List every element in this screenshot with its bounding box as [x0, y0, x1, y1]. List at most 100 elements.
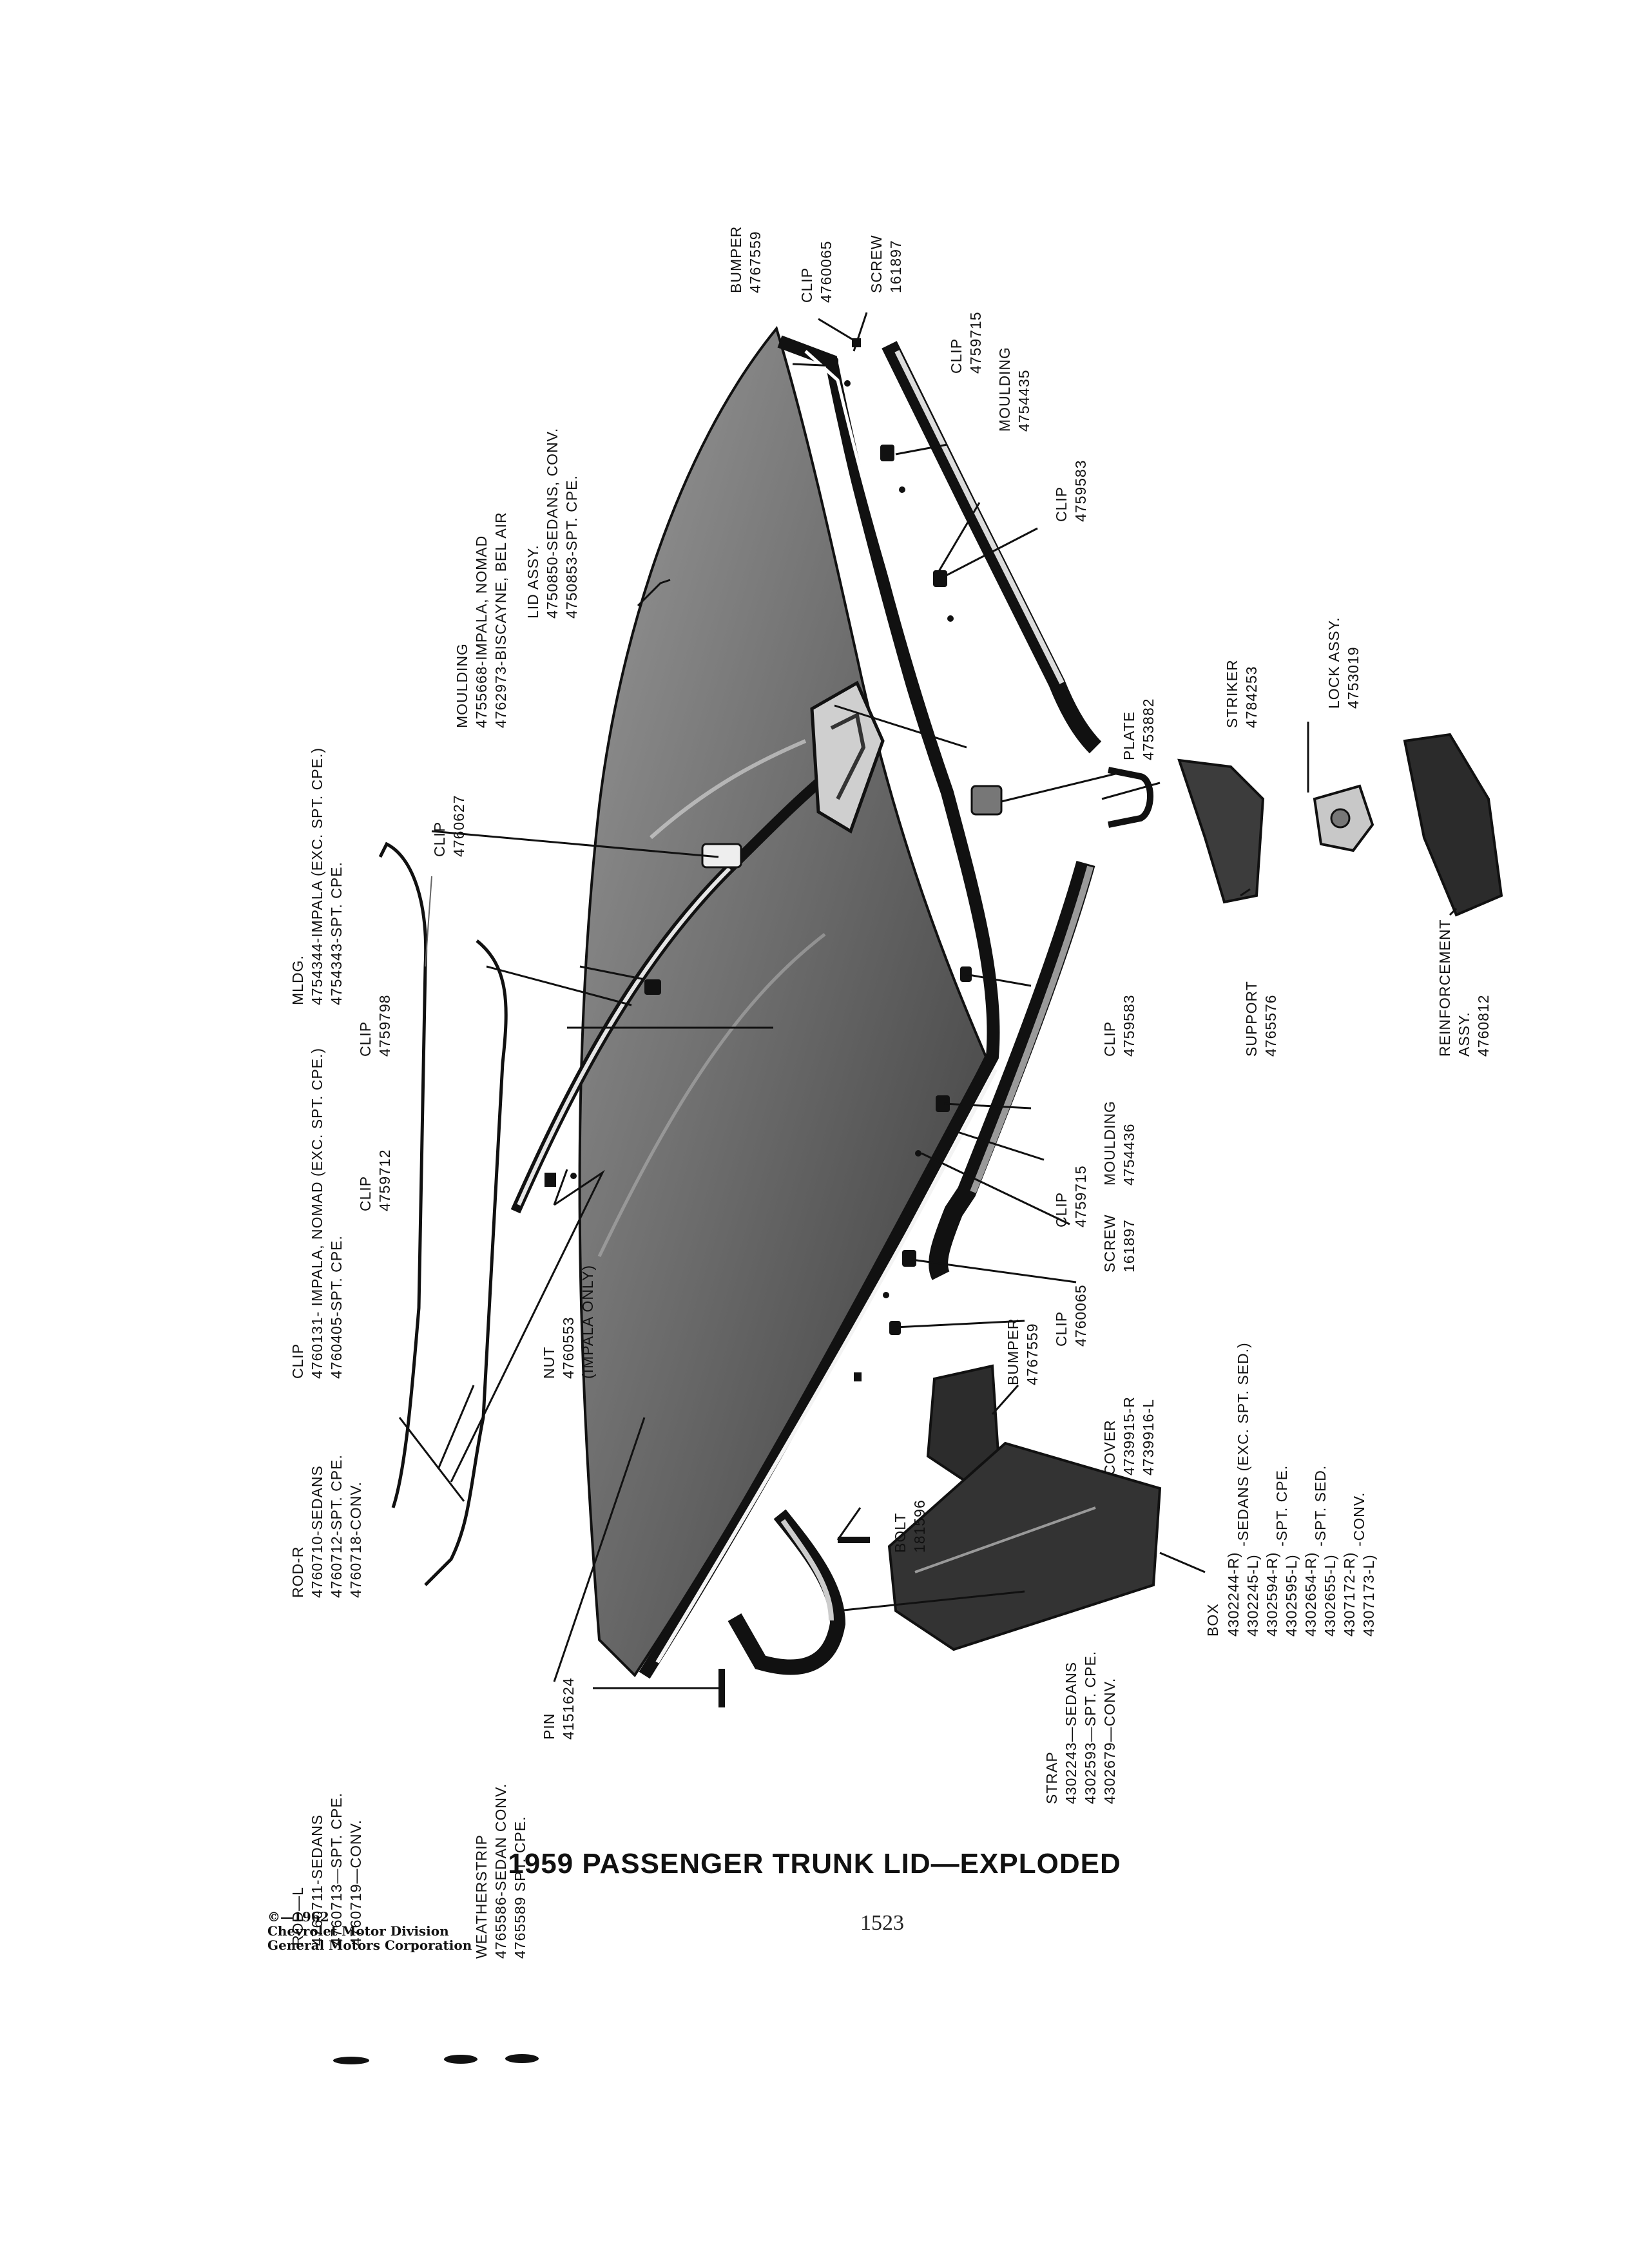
- svg-text:4767559: 4767559: [747, 231, 764, 293]
- svg-text:CLIP: CLIP: [431, 822, 448, 857]
- svg-text:4754436: 4754436: [1121, 1123, 1137, 1186]
- svg-text:4759715: 4759715: [967, 311, 984, 374]
- svg-text:4759712: 4759712: [376, 1149, 393, 1211]
- box: [887, 1441, 1162, 1651]
- svg-text:4760718-CONV.: 4760718-CONV.: [347, 1481, 364, 1598]
- label-moulding-4754436: MOULDING 4754436: [1101, 1100, 1137, 1186]
- label-screw-bottom: SCREW 161897: [1101, 1214, 1137, 1273]
- label-bumper-bottom: BUMPER 4767559: [1005, 1318, 1041, 1385]
- svg-text:4759798: 4759798: [376, 994, 393, 1057]
- svg-text:4760405-SPT. CPE.: 4760405-SPT. CPE.: [328, 1235, 345, 1379]
- lock-assy: [1313, 784, 1374, 852]
- label-clip-4759583-bottom: CLIP 4759583: [1101, 994, 1137, 1057]
- support: [1177, 758, 1265, 904]
- svg-text:MLDG.: MLDG.: [289, 955, 306, 1005]
- svg-text:-SEDANS (EXC. SPT. SED.): -SEDANS (EXC. SPT. SED.): [1235, 1342, 1251, 1546]
- label-screw-top: SCREW 161897: [868, 235, 904, 293]
- svg-text:4765589 SPT. CPE.: 4765589 SPT. CPE.: [512, 1816, 528, 1959]
- svg-text:CLIP: CLIP: [357, 1021, 374, 1057]
- copyright-division: Chevrolet Motor Division: [267, 1923, 449, 1939]
- svg-text:4739916-L: 4739916-L: [1140, 1399, 1157, 1475]
- label-weatherstrip: WEATHERSTRIP 4765586-SEDAN CONV. 4765589…: [473, 1783, 528, 1959]
- svg-text:CLIP: CLIP: [1101, 1021, 1118, 1057]
- svg-text:CLIP: CLIP: [798, 267, 815, 303]
- svg-text:MOULDING: MOULDING: [996, 347, 1013, 432]
- impala-moulding: [510, 762, 841, 1214]
- svg-text:4302654-R): 4302654-R): [1302, 1552, 1319, 1637]
- svg-text:4754344-IMPALA (EXC. SPT. CPE.: 4754344-IMPALA (EXC. SPT. CPE.): [309, 747, 325, 1005]
- moulding-4754436: [929, 860, 1095, 1280]
- svg-text:4750850-SEDANS, CONV.: 4750850-SEDANS, CONV.: [544, 428, 561, 619]
- page-number: 1523: [860, 1911, 904, 1935]
- svg-text:SUPPORT: SUPPORT: [1243, 981, 1260, 1057]
- svg-text:4755668-IMPALA, NOMAD: 4755668-IMPALA, NOMAD: [473, 535, 490, 728]
- svg-text:STRAP: STRAP: [1043, 1751, 1060, 1804]
- svg-text:4753882: 4753882: [1140, 698, 1157, 760]
- svg-text:4760710-SEDANS: 4760710-SEDANS: [309, 1465, 325, 1598]
- svg-text:161897: 161897: [1121, 1219, 1137, 1273]
- svg-text:BUMPER: BUMPER: [728, 226, 744, 293]
- svg-text:4302244-R): 4302244-R): [1225, 1552, 1242, 1637]
- svg-text:PLATE: PLATE: [1121, 711, 1137, 760]
- svg-text:4151624: 4151624: [560, 1677, 577, 1740]
- label-moulding-4755668: MOULDING 4755668-IMPALA, NOMAD 4762973-B…: [454, 512, 509, 728]
- svg-text:4759583: 4759583: [1072, 459, 1089, 522]
- svg-text:-CONV.: -CONV.: [1351, 1492, 1367, 1546]
- svg-text:-SPT. SED.: -SPT. SED.: [1312, 1465, 1329, 1546]
- striker: [1108, 767, 1153, 828]
- label-moulding-4754435: MOULDING 4754435: [996, 347, 1032, 432]
- label-clip-4760131: CLIP 4760131- IMPALA, NOMAD (EXC. SPT. C…: [289, 1048, 345, 1379]
- label-striker: STRIKER 4784253: [1224, 659, 1260, 728]
- svg-text:BUMPER: BUMPER: [1005, 1318, 1021, 1385]
- svg-text:PIN: PIN: [541, 1713, 557, 1740]
- label-clip-4759798: CLIP 4759798: [357, 994, 393, 1057]
- svg-text:CLIP: CLIP: [289, 1343, 306, 1379]
- label-strap: STRAP 4302243—SEDANS 4302593—SPT. CPE. 4…: [1043, 1651, 1118, 1804]
- label-cover: COVER 4739915-R 4739916-L: [1101, 1396, 1157, 1475]
- copyright-corporation: General Motors Corporation: [267, 1937, 472, 1953]
- svg-text:MOULDING: MOULDING: [454, 643, 470, 728]
- svg-text:4302595-L): 4302595-L): [1283, 1554, 1300, 1637]
- svg-text:4759715: 4759715: [1072, 1165, 1089, 1227]
- svg-text:4753019: 4753019: [1345, 646, 1362, 709]
- svg-text:4302655-L): 4302655-L): [1322, 1554, 1338, 1637]
- label-clip-4760065-top: CLIP 4760065: [798, 240, 834, 303]
- reinforcement-assy: [1403, 733, 1503, 917]
- strap: [728, 1509, 846, 1675]
- svg-text:WEATHERSTRIP: WEATHERSTRIP: [473, 1834, 490, 1959]
- trunk-lid-panel: [578, 325, 988, 1678]
- svg-text:MOULDING: MOULDING: [1101, 1100, 1118, 1186]
- svg-text:CLIP: CLIP: [357, 1176, 374, 1211]
- label-clip-4759715-top: CLIP 4759715: [948, 311, 984, 374]
- center-emblem-moulding: [810, 680, 885, 834]
- print-marks: [333, 2054, 539, 2064]
- diagram-title: 1959 PASSENGER TRUNK LID—EXPLODED: [508, 1848, 1121, 1879]
- label-lid-assy: LID ASSY. 4750850-SEDANS, CONV. 4750853-…: [525, 428, 580, 619]
- svg-text:CLIP: CLIP: [1053, 486, 1070, 522]
- svg-text:4760711-SEDANS: 4760711-SEDANS: [309, 1814, 325, 1946]
- svg-text:BOLT: BOLT: [892, 1513, 909, 1553]
- svg-text:4754435: 4754435: [1016, 369, 1032, 432]
- svg-text:181596: 181596: [911, 1499, 928, 1553]
- label-bolt: BOLT 181596: [892, 1499, 928, 1553]
- svg-text:4750853-SPT. CPE.: 4750853-SPT. CPE.: [563, 475, 580, 619]
- svg-text:4302679—CONV.: 4302679—CONV.: [1101, 1678, 1118, 1804]
- copyright-year: ©—1962: [267, 1909, 329, 1925]
- callout-labels: ROD—L 4760711-SEDANS 4760713—SPT. CPE. 4…: [289, 226, 1492, 1959]
- svg-text:SCREW: SCREW: [868, 235, 885, 293]
- svg-text:4760712-SPT. CPE.: 4760712-SPT. CPE.: [328, 1454, 345, 1598]
- svg-text:4760713—SPT. CPE.: 4760713—SPT. CPE.: [328, 1792, 345, 1946]
- svg-text:LOCK ASSY.: LOCK ASSY.: [1325, 617, 1342, 709]
- svg-text:STRIKER: STRIKER: [1224, 659, 1240, 728]
- moulding-4754435: [882, 341, 1102, 754]
- label-clip-4760627: CLIP 4760627: [431, 794, 467, 857]
- svg-text:NUT: NUT: [541, 1347, 557, 1379]
- label-plate: PLATE 4753882: [1121, 698, 1157, 760]
- svg-text:4302593—SPT. CPE.: 4302593—SPT. CPE.: [1082, 1651, 1099, 1804]
- svg-text:4760553: 4760553: [560, 1316, 577, 1379]
- label-box: BOX 4302244-R) 4302245-L) 4302594-R) 430…: [1204, 1342, 1377, 1637]
- label-clip-4759715-bottom: CLIP 4759715: [1053, 1165, 1089, 1227]
- svg-text:LID ASSY.: LID ASSY.: [525, 544, 541, 619]
- svg-text:4307172-R): 4307172-R): [1341, 1552, 1358, 1637]
- label-nut: NUT 4760553 (IMPALA ONLY): [541, 1265, 596, 1379]
